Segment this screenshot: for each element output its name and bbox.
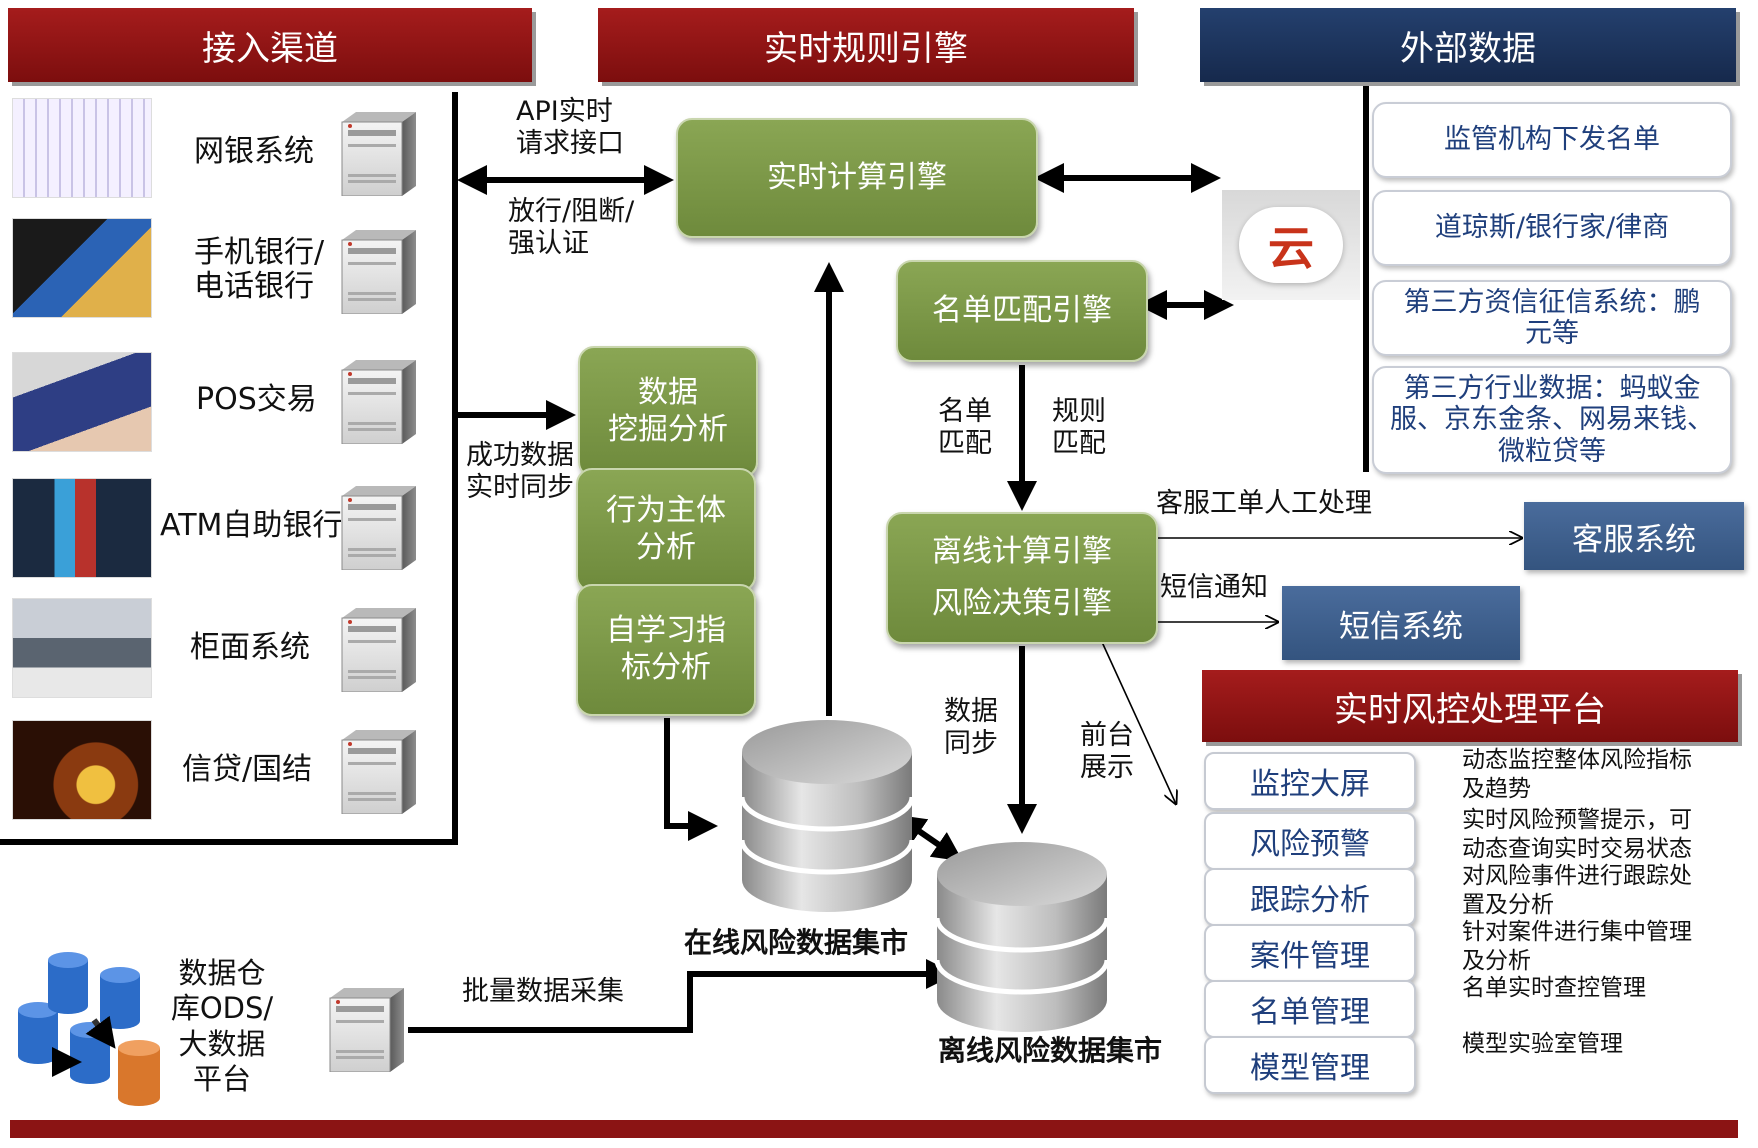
- database-cylinder-icon: [739, 720, 915, 912]
- platform-item-button[interactable]: 监控大屏: [1204, 752, 1416, 810]
- data-warehouse-label: 数据仓 库ODS/ 大数据 平台: [170, 956, 274, 1097]
- channel-thumbnail-image: [12, 218, 152, 318]
- platform-item-description: 对风险事件进行跟踪处 置及分析: [1462, 863, 1692, 919]
- external-source-dowjones: 道琼斯/银行家/律商: [1372, 190, 1732, 266]
- platform-item-button[interactable]: 案件管理: [1204, 924, 1416, 982]
- header-access-channels: 接入渠道: [8, 8, 532, 82]
- channel-label: 网银系统: [194, 133, 314, 169]
- platform-item-description: 针对案件进行集中管理 及分析: [1462, 919, 1692, 975]
- label-api-interface: API实时 请求接口: [516, 96, 624, 160]
- external-source-industry-data: 第三方行业数据：蚂蚁金 服、京东金条、网易来钱、 微粒贷等: [1372, 366, 1732, 474]
- external-source-regulator-list: 监管机构下发名单: [1372, 102, 1732, 178]
- platform-item-button[interactable]: 模型管理: [1204, 1036, 1416, 1094]
- database-cylinder-icon: [18, 952, 160, 1106]
- server-icon: [338, 730, 418, 815]
- label-data-sync: 数据 同步: [944, 696, 998, 760]
- channel-bracket-line: [0, 92, 458, 845]
- footer-bar: [10, 1120, 1738, 1138]
- behavior-subject-analysis: 行为主体 分析: [576, 468, 756, 592]
- server-icon: [338, 230, 418, 315]
- label-front-display: 前台 展示: [1080, 720, 1134, 784]
- label-allow-block-auth: 放行/阻断/ 强认证: [508, 196, 635, 260]
- label-rule-match: 规则 匹配: [1052, 396, 1106, 460]
- platform-item-description: 名单实时查控管理: [1462, 975, 1646, 1001]
- channel-label: 柜面系统: [190, 629, 310, 665]
- external-source-credit-system: 第三方资信征信系统：鹏 元等: [1372, 280, 1732, 356]
- data-mining-analysis: 数据 挖掘分析: [578, 346, 758, 478]
- customer-service-system: 客服系统: [1524, 502, 1744, 570]
- analysis-datamart-arrow: [664, 718, 718, 841]
- sms-system: 短信系统: [1282, 586, 1520, 660]
- batch-arrow: [408, 959, 956, 1033]
- label-sms-notice: 短信通知: [1160, 572, 1268, 603]
- server-icon: [338, 112, 418, 197]
- server-icon: [338, 608, 418, 693]
- channel-label: 信贷/国结: [182, 751, 313, 787]
- platform-item-description: 实时风险预警提示，可 动态查询实时交易状态: [1462, 807, 1692, 863]
- channel-label: POS交易: [196, 381, 317, 417]
- channel-label: ATM自助银行: [160, 507, 343, 543]
- cloud-glyph: 云: [1239, 207, 1343, 283]
- channel-thumbnail-image: [12, 478, 152, 578]
- platform-item-button[interactable]: 跟踪分析: [1204, 868, 1416, 926]
- offline-risk-decision-engine: 离线计算引擎 风险决策引擎: [886, 512, 1158, 644]
- server-icon: [338, 486, 418, 571]
- header-rule-engine: 实时规则引擎: [598, 8, 1134, 82]
- platform-item-description: 模型实验室管理: [1462, 1031, 1623, 1057]
- channel-thumbnail-image: [12, 720, 152, 820]
- channel-label: 手机银行/ 电话银行: [194, 234, 325, 304]
- channel-thumbnail-image: [12, 98, 152, 198]
- channel-thumbnail-image: [12, 598, 152, 698]
- cloud-icon: 云: [1222, 190, 1360, 300]
- list-match-engine: 名单匹配引擎: [896, 260, 1148, 362]
- platform-item-button[interactable]: 名单管理: [1204, 980, 1416, 1038]
- server-icon: [338, 360, 418, 445]
- realtime-compute-engine: 实时计算引擎: [676, 118, 1038, 238]
- label-cs-manual: 客服工单人工处理: [1156, 488, 1372, 519]
- online-datamart-label: 在线风险数据集市: [684, 926, 909, 959]
- platform-item-description: 动态监控整体风险指标 及趋势: [1462, 747, 1692, 803]
- database-cylinder-icon: [934, 842, 1110, 1032]
- self-learning-index-analysis: 自学习指 标分析: [576, 584, 756, 716]
- header-realtime-platform: 实时风控处理平台: [1202, 670, 1738, 742]
- platform-item-button[interactable]: 风险预警: [1204, 812, 1416, 870]
- server-icon: [326, 988, 406, 1073]
- display-arrow: [1101, 641, 1176, 804]
- channel-thumbnail-image: [12, 352, 152, 452]
- label-success-sync: 成功数据 实时同步: [466, 440, 574, 504]
- label-list-match: 名单 匹配: [938, 396, 992, 460]
- offline-datamart-label: 离线风险数据集市: [938, 1034, 1163, 1067]
- header-external-data: 外部数据: [1200, 8, 1736, 82]
- label-batch-collect: 批量数据采集: [462, 976, 624, 1007]
